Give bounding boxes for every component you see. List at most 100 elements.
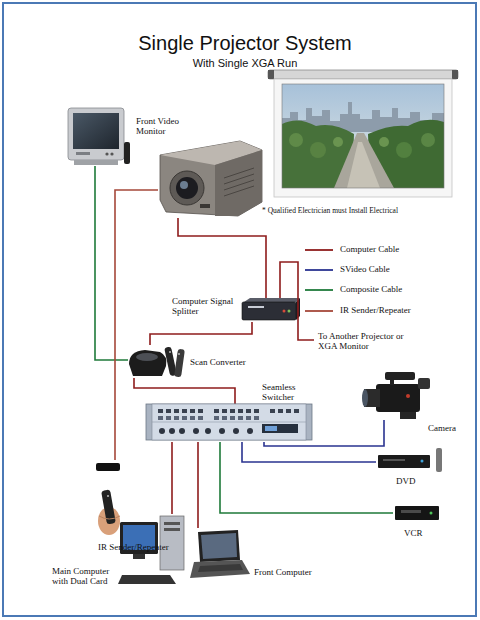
scan-converter-illustration bbox=[169, 351, 171, 353]
cable-connector bbox=[220, 442, 393, 513]
legend-sample bbox=[305, 305, 335, 317]
switcher-illustration bbox=[179, 428, 185, 434]
desktop-computer-illustration bbox=[118, 575, 176, 584]
vcr-illustration bbox=[430, 512, 433, 515]
screen-picture bbox=[379, 137, 389, 147]
legend-entry: SVideo Cable bbox=[305, 264, 445, 276]
switcher-node: Seamless Switcher bbox=[146, 404, 312, 442]
dvd-illustration bbox=[436, 448, 442, 472]
screen-picture bbox=[310, 142, 326, 158]
screen-picture bbox=[282, 84, 444, 188]
splitter-illustration bbox=[248, 306, 264, 308]
legend-line-sample bbox=[305, 289, 333, 291]
projection-screen bbox=[268, 70, 274, 79]
legend-line-sample bbox=[305, 310, 333, 312]
projector-illustration bbox=[160, 141, 262, 216]
scan-converter-illustration bbox=[136, 353, 158, 361]
projection-screen bbox=[274, 79, 452, 197]
legend-label: Composite Cable bbox=[340, 284, 402, 295]
installation-note: * Qualified Electrician must Install Ele… bbox=[262, 206, 467, 215]
tv-monitor-illustration bbox=[74, 160, 118, 165]
device-label: Front Video Monitor bbox=[136, 116, 192, 136]
dvd-illustration bbox=[421, 460, 424, 463]
device-label: VCR bbox=[404, 528, 434, 538]
camera-illustration bbox=[362, 372, 430, 419]
laptop-illustration bbox=[201, 533, 237, 559]
switcher-illustration bbox=[152, 404, 306, 440]
screen-picture bbox=[289, 133, 303, 147]
scan-converter-illustration bbox=[129, 350, 166, 376]
switcher-illustration bbox=[247, 428, 253, 434]
monitor-node: Front Video Monitor bbox=[66, 106, 132, 166]
device-label: DVD bbox=[396, 476, 426, 486]
desktop-computer-illustration bbox=[164, 522, 180, 525]
desktop-computer-illustration bbox=[133, 554, 145, 559]
desktop-computer-illustration bbox=[164, 528, 180, 531]
switcher-illustration bbox=[152, 422, 306, 423]
switcher-illustration bbox=[146, 404, 312, 440]
dvd-node: DVD bbox=[376, 448, 444, 472]
dvd-illustration bbox=[383, 459, 405, 461]
laptop-node: Front Computer bbox=[190, 528, 252, 580]
tv-monitor-illustration bbox=[68, 108, 130, 165]
tv-monitor-illustration bbox=[105, 152, 108, 155]
ir-repeater-illustration bbox=[107, 495, 109, 497]
splitter-illustration bbox=[288, 310, 291, 313]
screen-picture bbox=[421, 133, 435, 147]
splitter-node: Computer Signal Splitter bbox=[240, 298, 302, 322]
switcher-illustration bbox=[233, 428, 239, 434]
legend-line-sample bbox=[305, 249, 333, 251]
screen-picture bbox=[282, 84, 444, 188]
scan-converter-illustration bbox=[174, 349, 185, 378]
cable-connector bbox=[242, 442, 376, 462]
scan-converter-illustration bbox=[129, 346, 185, 377]
vcr-node: VCR bbox=[393, 503, 441, 523]
camera-illustration bbox=[385, 372, 415, 380]
projection-screen bbox=[282, 84, 444, 188]
legend-label: SVideo Cable bbox=[340, 264, 390, 275]
switcher-illustration bbox=[265, 426, 277, 431]
camera-illustration bbox=[418, 378, 430, 389]
output-note: To Another Projector or XGA Monitor bbox=[318, 331, 406, 351]
splitter-output-wire bbox=[280, 262, 314, 340]
diagram-title: Single Projector System bbox=[80, 31, 410, 55]
diagram-subtitle: With Single XGA Run bbox=[120, 57, 370, 70]
camera-illustration bbox=[390, 380, 394, 385]
ir-repeater-node: IR Sender/Repeater bbox=[92, 460, 126, 540]
splitter-illustration bbox=[242, 298, 300, 320]
projector-illustration bbox=[200, 204, 210, 208]
laptop-illustration bbox=[198, 530, 240, 562]
legend-sample bbox=[305, 284, 335, 296]
vcr-illustration bbox=[395, 506, 439, 520]
projection-screen bbox=[452, 70, 458, 79]
legend-sample bbox=[305, 244, 335, 256]
splitter-output-wire bbox=[280, 262, 314, 340]
camera-illustration bbox=[406, 394, 410, 398]
scan-converter-illustration bbox=[178, 353, 180, 355]
legend-line-sample bbox=[305, 269, 333, 271]
projector-illustration bbox=[176, 177, 198, 199]
switcher-illustration bbox=[146, 404, 312, 440]
projector-illustration bbox=[224, 168, 254, 196]
screen-picture bbox=[334, 133, 394, 188]
computer-node: Main Computer with Dual Card bbox=[116, 514, 188, 586]
legend-entry: Composite Cable bbox=[305, 284, 445, 296]
ir-repeater-illustration bbox=[96, 463, 120, 471]
legend-label: Computer Cable bbox=[340, 244, 399, 255]
projector-node bbox=[158, 140, 264, 218]
device-label: Front Computer bbox=[254, 567, 324, 577]
tv-monitor-illustration bbox=[76, 152, 90, 155]
switcher-illustration bbox=[219, 428, 225, 434]
projector-illustration bbox=[180, 181, 188, 189]
switcher-illustration bbox=[169, 428, 175, 434]
tv-monitor-illustration bbox=[68, 108, 124, 160]
switcher-illustration bbox=[159, 428, 165, 434]
dvd-illustration bbox=[378, 448, 442, 472]
device-label: Scan Converter bbox=[190, 357, 262, 367]
cable-connector bbox=[150, 322, 252, 345]
cable-connector bbox=[197, 442, 199, 528]
projection-screen bbox=[268, 70, 458, 79]
cable-connector bbox=[134, 378, 235, 404]
laptop-illustration bbox=[198, 564, 243, 572]
